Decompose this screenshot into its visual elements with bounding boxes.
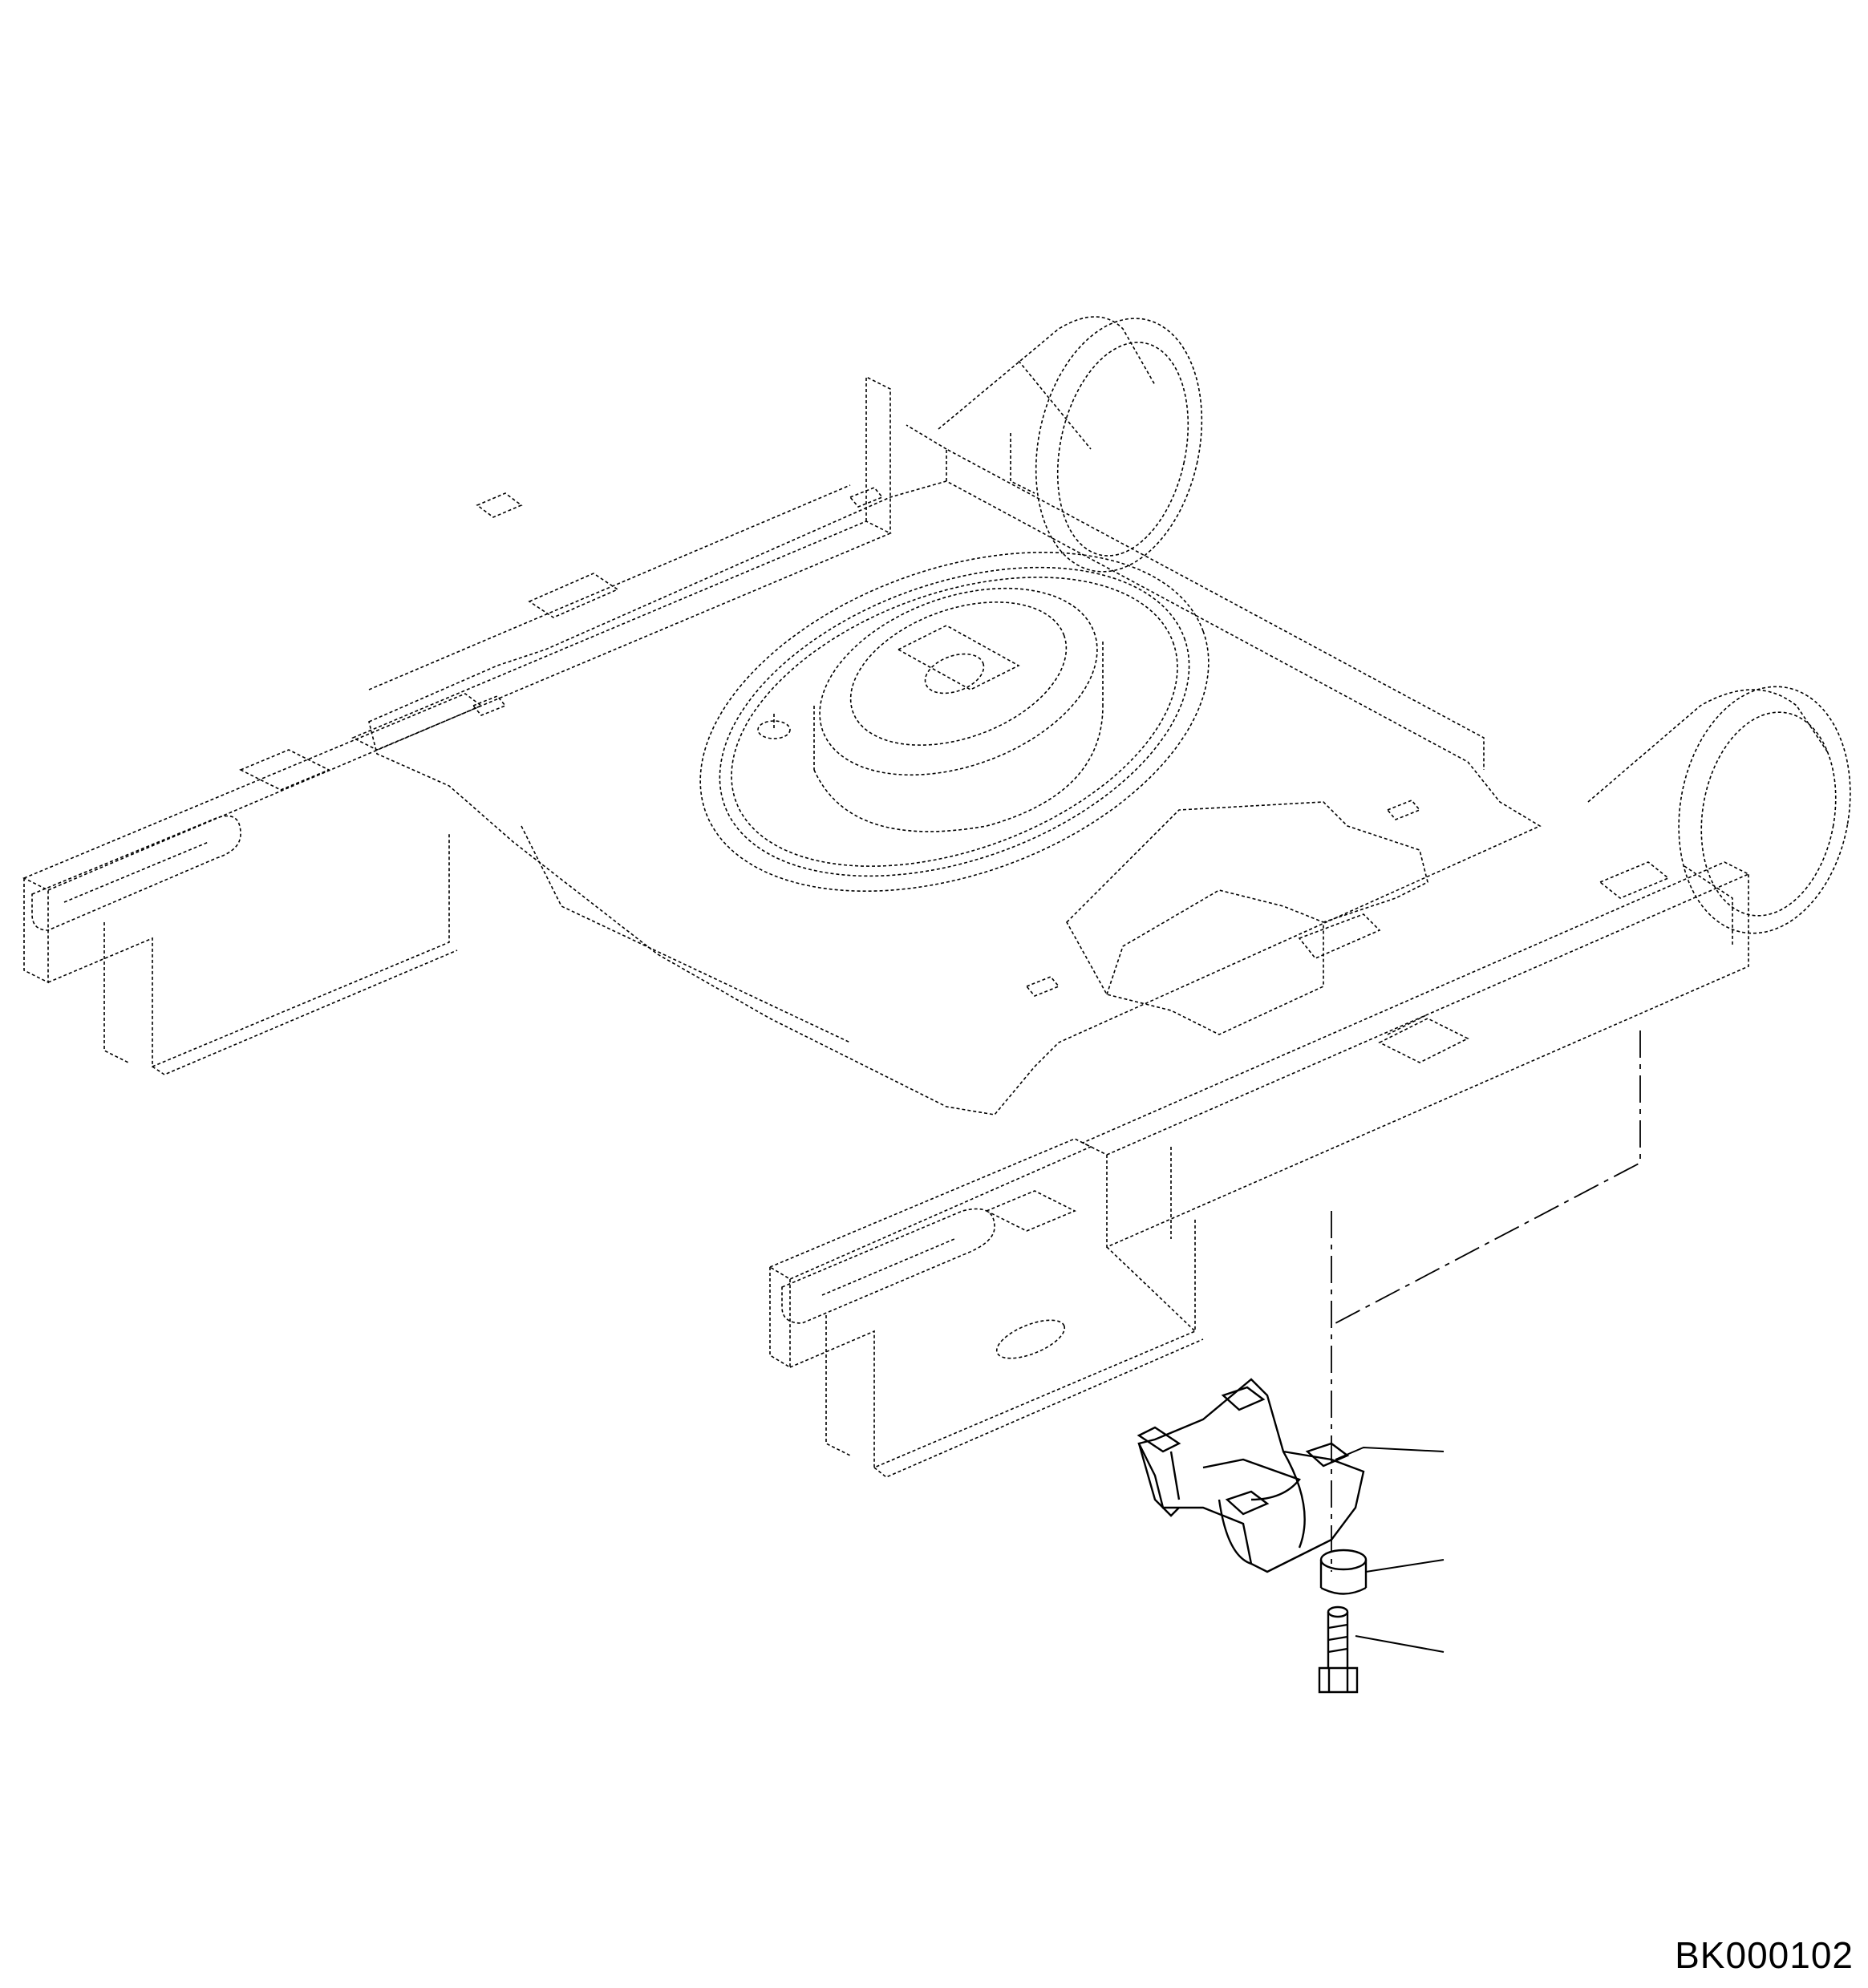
assembly-centerline xyxy=(1331,1030,1641,1572)
drawing-reference-code: BK000102 xyxy=(1675,1934,1854,1976)
track-guard-bracket xyxy=(1137,1378,1365,1573)
track-frame xyxy=(22,316,1851,1478)
leader-lines xyxy=(1335,1446,1445,1653)
spacer xyxy=(1319,1549,1368,1595)
bolt xyxy=(1318,1605,1359,1694)
